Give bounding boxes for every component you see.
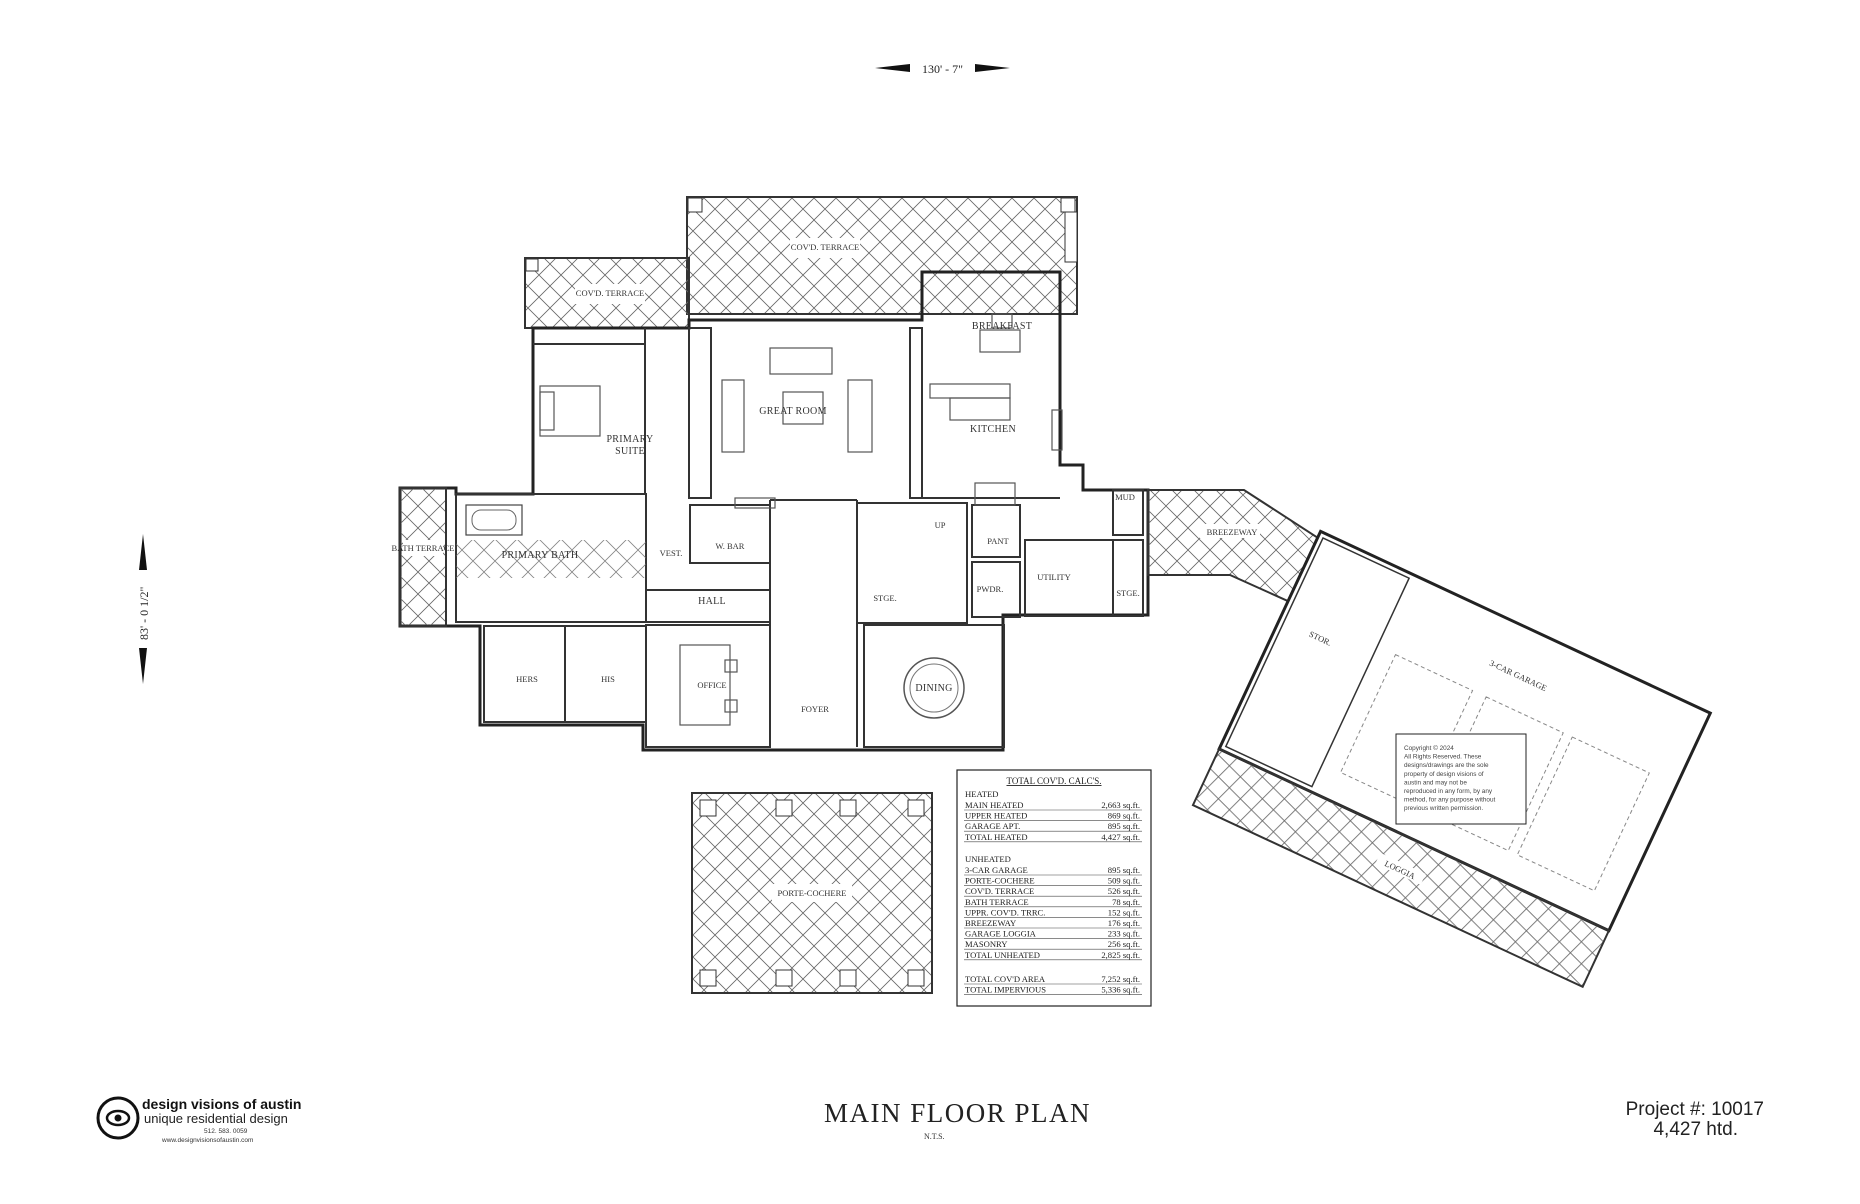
room-label-stge: STGE. bbox=[873, 593, 896, 603]
calc-row-value: 7,252 sq.ft. bbox=[1101, 974, 1140, 984]
covered-terrace-main: COV'D. TERRACE bbox=[686, 196, 1078, 315]
calc-row-value: 152 sq.ft. bbox=[1108, 907, 1140, 917]
copyright-line: All Rights Reserved. These bbox=[1404, 754, 1482, 761]
company-website: www.designvisionsofaustin.com bbox=[162, 1137, 254, 1144]
calc-row-label: TOTAL UNHEATED bbox=[965, 950, 1040, 960]
room-label-stge-right: STGE. bbox=[1116, 588, 1139, 598]
project-info: Project #: 10017 4,427 htd. bbox=[1626, 1100, 1764, 1140]
calc-row-label: BREEZEWAY bbox=[965, 918, 1016, 928]
project-heated: 4,427 htd. bbox=[1653, 1119, 1738, 1140]
covered-terrace-left: COV'D. TERRACE bbox=[524, 257, 690, 329]
room-label-foyer: FOYER bbox=[801, 704, 829, 714]
room-label-hers: HERS bbox=[516, 674, 538, 684]
room-label-w-bar: W. BAR bbox=[716, 541, 745, 551]
breakfast-table bbox=[979, 313, 1021, 353]
interior-walls bbox=[455, 327, 1144, 748]
room-label-breezeway: BREEZEWAY bbox=[1207, 527, 1258, 537]
room-label-suite: SUITE bbox=[615, 446, 645, 457]
porte-cochere: PORTE-COCHERE bbox=[691, 792, 933, 994]
room-label-hall: HALL bbox=[698, 596, 726, 607]
garage: 3-CAR GARAGE STOR. LOGGIA bbox=[1191, 529, 1713, 989]
company-phone: 512. 583. 0059 bbox=[204, 1128, 248, 1135]
calc-row-value: 895 sq.ft. bbox=[1108, 865, 1140, 875]
calc-row-label: 3-CAR GARAGE bbox=[965, 865, 1028, 875]
room-label-dining: DINING bbox=[915, 683, 952, 694]
calc-row-label: UPPR. COV'D. TRRC. bbox=[965, 907, 1045, 917]
copyright-line: designs/drawings are the sole bbox=[1404, 762, 1489, 769]
calc-row-label: TOTAL HEATED bbox=[965, 832, 1028, 842]
room-label-primary: PRIMARY bbox=[606, 434, 653, 445]
calc-row-label: PORTE-COCHERE bbox=[965, 876, 1035, 886]
room-label-pwdr: PWDR. bbox=[977, 584, 1004, 594]
room-label-covd-terrace: COV'D. TERRACE bbox=[791, 242, 859, 252]
logo-mark-icon bbox=[96, 1096, 140, 1140]
copyright-line: Copyright © 2024 bbox=[1404, 744, 1454, 752]
calc-row-value: 78 sq.ft. bbox=[1112, 897, 1140, 907]
calc-row-value: 233 sq.ft. bbox=[1108, 929, 1140, 939]
room-label-mud: MUD bbox=[1115, 492, 1135, 502]
calc-row-value: 526 sq.ft. bbox=[1108, 886, 1140, 896]
calc-unheated-header: UNHEATED bbox=[965, 854, 1011, 864]
calc-row-value: 256 sq.ft. bbox=[1108, 939, 1140, 949]
calc-row-label: TOTAL COV'D AREA bbox=[965, 974, 1046, 984]
calc-table-title: TOTAL COV'D. CALC'S. bbox=[1006, 776, 1101, 786]
width-dimension-label: 130' - 7" bbox=[922, 62, 963, 76]
company-tagline: unique residential design bbox=[144, 1111, 288, 1126]
calc-row-value: 5,336 sq.ft. bbox=[1101, 985, 1140, 995]
calc-heated-header: HEATED bbox=[965, 789, 998, 799]
room-label-kitchen: KITCHEN bbox=[970, 424, 1016, 435]
copyright-line: method, for any purpose without bbox=[1404, 797, 1496, 804]
calc-row-label: GARAGE LOGGIA bbox=[965, 929, 1037, 939]
room-label-covd-terrace-left: COV'D. TERRACE bbox=[576, 288, 644, 298]
bath-terrace: BATH TERRACE bbox=[392, 487, 455, 627]
copyright-line: previous written permission. bbox=[1404, 805, 1483, 812]
company-name: design visions of austin bbox=[142, 1096, 302, 1112]
copyright-line: reproduced in any form, by any bbox=[1404, 788, 1493, 795]
great-room-furniture bbox=[721, 347, 1016, 509]
room-label-breakfast: BREAKFAST bbox=[972, 321, 1032, 332]
calc-row-label: MASONRY bbox=[965, 939, 1008, 949]
room-label-vest: VEST. bbox=[660, 548, 683, 558]
company-logo: design visions of austin unique resident… bbox=[94, 1088, 334, 1148]
room-label-utility: UTILITY bbox=[1037, 572, 1071, 582]
calc-row-value: 895 sq.ft. bbox=[1108, 821, 1140, 831]
room-label-office: OFFICE bbox=[697, 680, 726, 690]
calc-row-label: MAIN HEATED bbox=[965, 800, 1023, 810]
bed bbox=[539, 385, 601, 437]
room-labels: BREAKFAST GREAT ROOM KITCHEN PRIMARY SUI… bbox=[502, 321, 1140, 714]
room-label-his: HIS bbox=[601, 674, 615, 684]
room-label-porte-cochere: PORTE-COCHERE bbox=[778, 888, 847, 898]
calc-row-label: COV'D. TERRACE bbox=[965, 886, 1034, 896]
calc-row-label: TOTAL IMPERVIOUS bbox=[965, 985, 1046, 995]
room-label-primary-bath: PRIMARY BATH bbox=[502, 550, 579, 561]
room-label-pant: PANT bbox=[987, 536, 1009, 546]
calc-row-value: 509 sq.ft. bbox=[1108, 876, 1140, 886]
room-label-great-room: GREAT ROOM bbox=[759, 406, 827, 417]
calc-row-value: 2,825 sq.ft. bbox=[1101, 950, 1140, 960]
bathtub bbox=[465, 504, 523, 536]
calc-row-value: 4,427 sq.ft. bbox=[1101, 832, 1140, 842]
copyright-line: austin and may not be bbox=[1404, 779, 1467, 786]
width-dimension: 130' - 7" bbox=[875, 62, 1010, 76]
area-calc-table: TOTAL COV'D. CALC'S. HEATED MAIN HEATED 2… bbox=[956, 769, 1152, 1007]
calc-row-value: 176 sq.ft. bbox=[1108, 918, 1140, 928]
dining-table bbox=[903, 657, 965, 719]
depth-dimension: 83' - 0 1/2" bbox=[137, 534, 151, 684]
depth-dimension-label: 83' - 0 1/2" bbox=[137, 587, 151, 640]
calc-row-label: GARAGE APT. bbox=[965, 821, 1020, 831]
kitchen-island bbox=[929, 383, 1063, 451]
calc-row-value: 869 sq.ft. bbox=[1108, 811, 1140, 821]
project-number: Project #: 10017 bbox=[1625, 1099, 1764, 1120]
drawing-subtitle: N.T.S. bbox=[924, 1132, 945, 1141]
copyright-line: property of design visions of bbox=[1404, 771, 1484, 778]
calc-row-value: 2,663 sq.ft. bbox=[1101, 800, 1140, 810]
drawing-title: MAIN FLOOR PLAN bbox=[824, 1098, 1092, 1128]
calc-row-label: BATH TERRACE bbox=[965, 897, 1029, 907]
room-label-up: UP bbox=[935, 520, 946, 530]
office-desk bbox=[679, 644, 738, 726]
calc-row-label: UPPER HEATED bbox=[965, 811, 1027, 821]
room-label-bath-terrace: BATH TERRACE bbox=[392, 543, 455, 553]
